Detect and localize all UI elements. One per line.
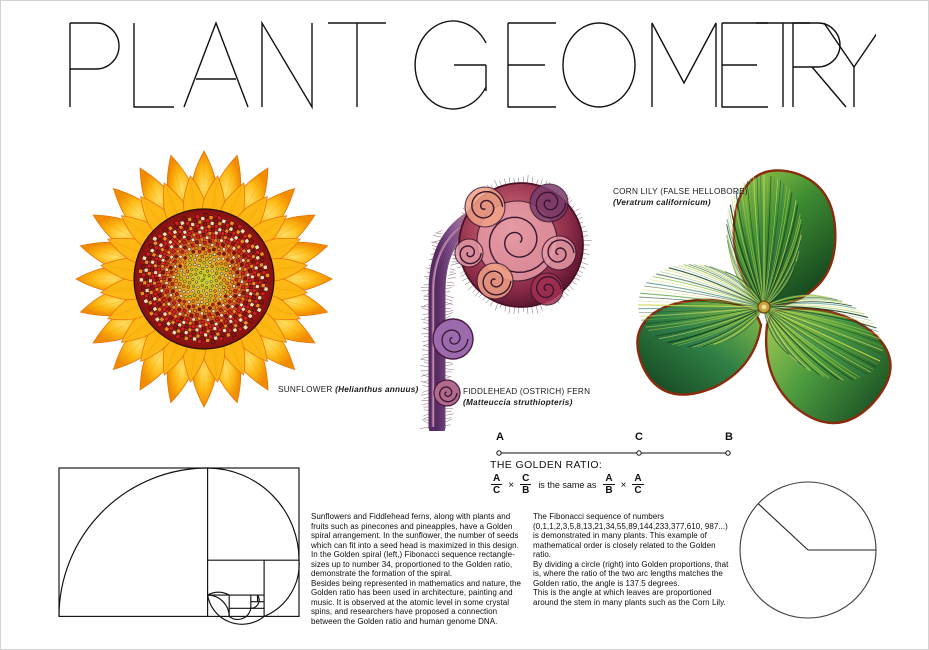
golden-angle-circle-diagram — [738, 478, 893, 630]
multiply-operator-1: × — [506, 480, 516, 491]
fraction-2-denominator: B — [520, 484, 531, 496]
fraction-4-denominator: C — [632, 484, 643, 496]
fraction-1-denominator: C — [491, 484, 502, 496]
multiply-operator-2: × — [619, 480, 629, 491]
golden-ratio-heading: THE GOLDEN RATIO: — [490, 459, 602, 471]
caption-fiddlehead-common: FIDDLEHEAD (OSTRICH) FERN — [463, 387, 590, 398]
fraction-a-over-b: A B — [603, 474, 614, 496]
caption-cornlily-scientific: (Veratrum californicum) — [613, 198, 748, 209]
golden-spiral-diagram — [58, 467, 306, 629]
fraction-a-over-c: A C — [491, 474, 502, 496]
fraction-c-over-b: C B — [520, 474, 531, 496]
fraction-3-numerator: A — [603, 474, 614, 484]
caption-fiddlehead-scientific: (Matteuccia struthiopteris) — [463, 398, 590, 409]
page-title — [1, 17, 929, 113]
caption-cornlily: CORN LILY (FALSE HELLOBORE) (Veratrum ca… — [613, 187, 748, 208]
caption-sunflower-scientific: (Helianthus annuus) — [335, 385, 418, 394]
fraction-4-numerator: A — [632, 474, 643, 484]
body-left-text: Sunflowers and Fiddlehead ferns, along w… — [311, 512, 523, 627]
body-right-text: The Fibonacci sequence of numbers (0,1,1… — [533, 512, 735, 607]
golden-ratio-point-b: B — [725, 431, 733, 443]
fraction-1-numerator: A — [491, 474, 502, 484]
golden-ratio-formula: A C × C B is the same as A B × A C — [491, 474, 644, 496]
golden-ratio-point-a: A — [496, 431, 504, 443]
golden-ratio-block: A C B THE GOLDEN RATIO: A C × C B is the… — [489, 431, 739, 493]
body-column-left: Sunflowers and Fiddlehead ferns, along w… — [311, 512, 523, 627]
fraction-2-numerator: C — [520, 474, 531, 484]
caption-fiddlehead: FIDDLEHEAD (OSTRICH) FERN (Matteuccia st… — [463, 387, 590, 408]
caption-cornlily-common: CORN LILY (FALSE HELLOBORE) — [613, 187, 748, 198]
caption-sunflower-common: SUNFLOWER — [278, 385, 333, 394]
fraction-3-denominator: B — [603, 484, 614, 496]
body-column-right: The Fibonacci sequence of numbers (0,1,1… — [533, 512, 735, 607]
golden-ratio-point-c: C — [635, 431, 643, 443]
caption-sunflower: SUNFLOWER (Helianthus annuus) — [278, 385, 419, 396]
golden-ratio-segment — [489, 446, 739, 458]
fraction-a-over-c-2: A C — [632, 474, 643, 496]
formula-connector: is the same as — [535, 480, 599, 490]
sunflower-illustration — [59, 139, 349, 424]
